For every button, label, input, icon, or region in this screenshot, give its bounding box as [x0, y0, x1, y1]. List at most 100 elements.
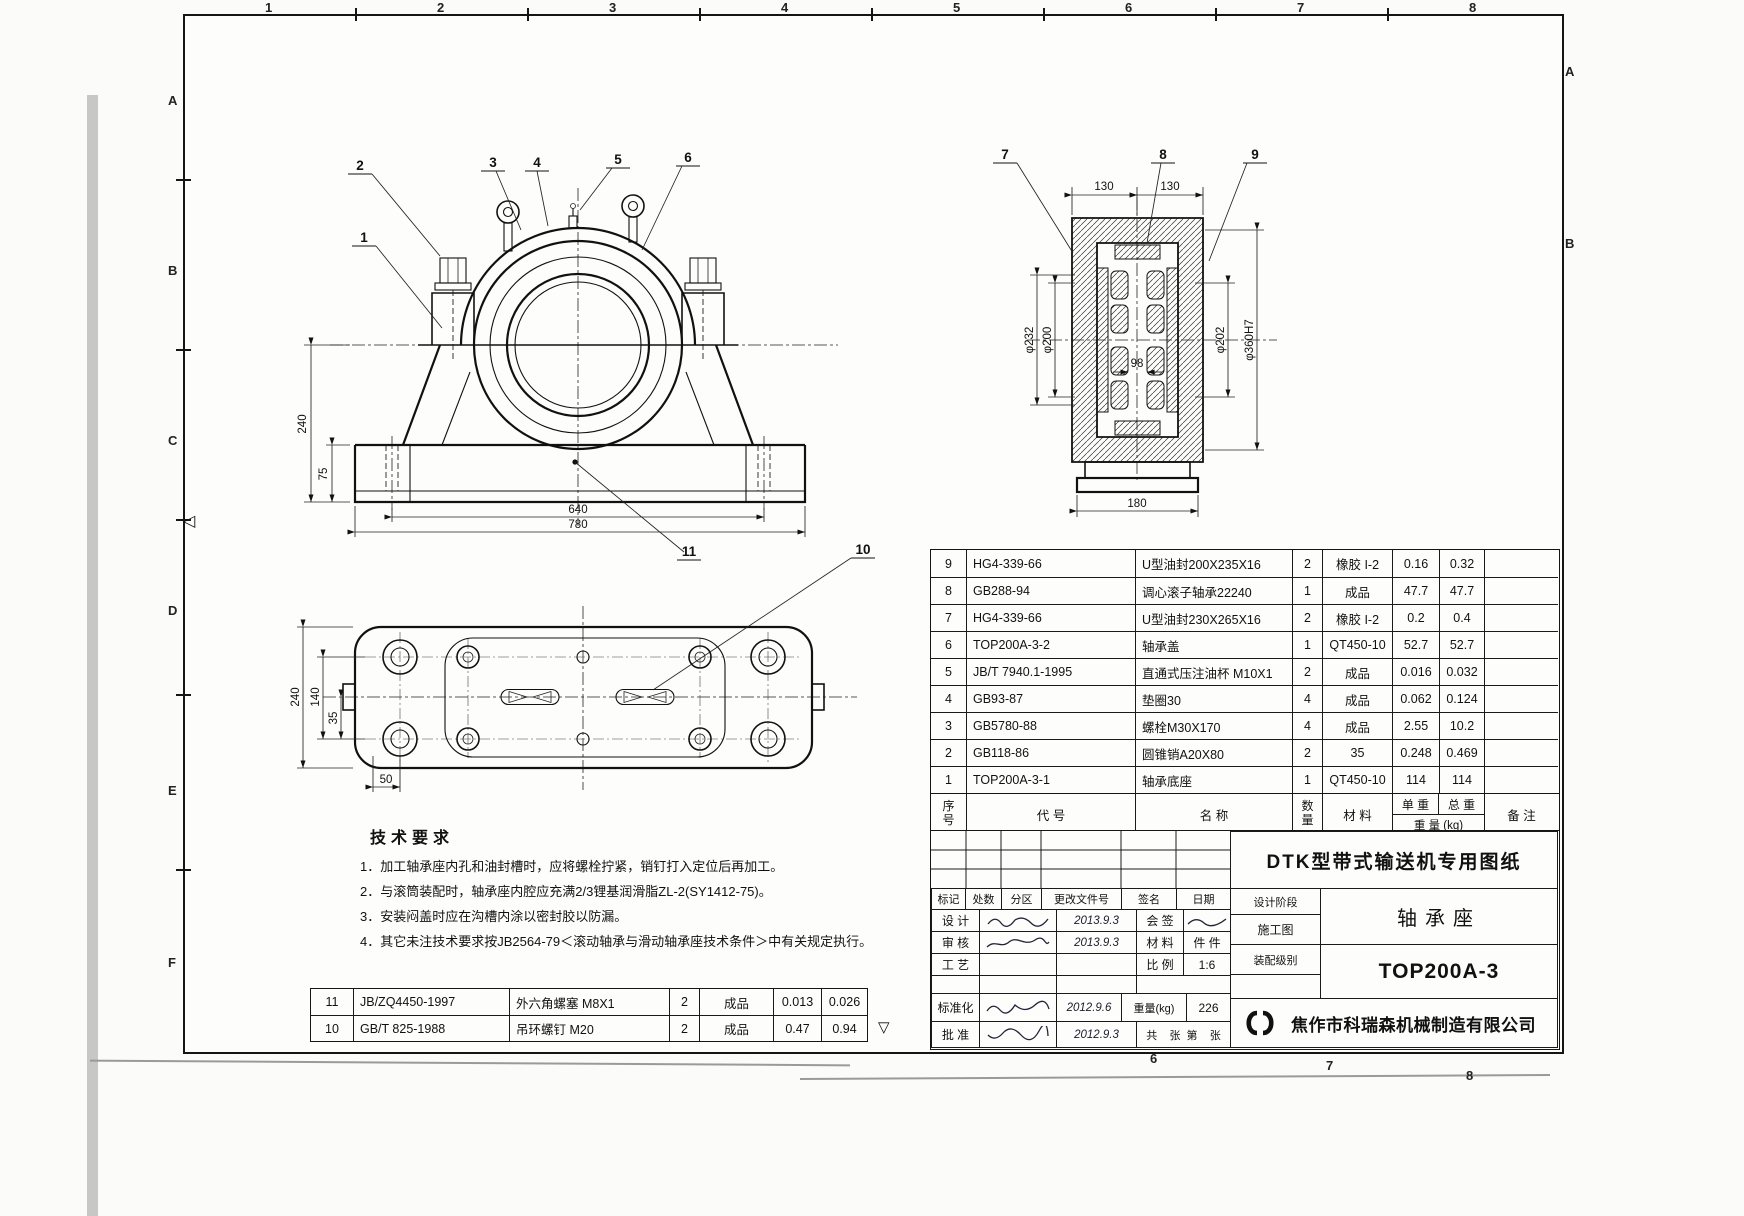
- bom-cell-note: [1484, 577, 1558, 604]
- stage-value: 施工图: [1230, 914, 1321, 945]
- zone-tick: [699, 8, 701, 21]
- mounting-holes: [382, 639, 786, 757]
- dim-240-top: 240: [290, 687, 302, 706]
- base-foot: [1075, 476, 1200, 494]
- top-view-drawing: 240 140 35 50 10: [290, 542, 875, 792]
- zone-number: 7: [1297, 0, 1305, 15]
- bom-cell-no: 11: [325, 995, 339, 1009]
- title-block: 标记 处数 分区 更改文件号 签名 日期 设 计 2013.9.3 会 签 审 …: [930, 830, 1560, 1050]
- bom-cell-name: 螺栓M30X170: [1135, 712, 1292, 739]
- seal-left: [1096, 267, 1109, 413]
- bom-cell-total-weight: 0.94: [821, 1015, 867, 1041]
- bom-cell-total-weight: 52.7: [1439, 631, 1484, 658]
- zone-number: 1: [265, 0, 273, 15]
- tech-req-item: 3．安装闷盖时应在沟槽内涂以密封胶以防漏。: [360, 909, 628, 924]
- zone-tick: [176, 179, 191, 181]
- bom-cell-qty: 2: [669, 1015, 699, 1041]
- bom-header-weight-group: 单 重 总 重 重 量 (kg): [1392, 794, 1484, 834]
- bom-cell-note: [1484, 631, 1558, 658]
- top-view-centerlines: [323, 606, 857, 790]
- bom-cell-name: 垫圈30: [1135, 685, 1292, 712]
- bom-header-material: 材 料: [1322, 794, 1392, 834]
- bom-cell-unit-weight: 0.062: [1392, 685, 1439, 712]
- bom-cell-total-weight: 0.469: [1439, 739, 1484, 766]
- dim-d202: φ202: [1215, 327, 1227, 354]
- frame-center-mark: ◁: [183, 513, 196, 530]
- bom-header-no: 序 号: [942, 799, 955, 827]
- scan-artifact-line: [90, 1059, 850, 1067]
- bom-cell-material: 成品: [699, 1015, 773, 1041]
- bom-cell-name: 吊环螺钉 M20: [509, 1015, 669, 1041]
- label-count: 处数: [965, 888, 1002, 910]
- zone-tick: [871, 8, 873, 21]
- zone-number: 8: [1469, 0, 1477, 15]
- weight-value: 226: [1186, 993, 1231, 1022]
- bom-cell-no: 9: [945, 556, 952, 571]
- bom-cell-total-weight: 0.026: [821, 989, 867, 1015]
- label-mark: 标记: [931, 888, 966, 910]
- dim-130-left: 130: [1094, 181, 1113, 193]
- standard-signature: [979, 993, 1057, 1022]
- bom-cell-total-weight: 47.7: [1439, 577, 1484, 604]
- spare-cell: [1230, 974, 1321, 999]
- sheet-count: 共 张 第 张: [1136, 1021, 1231, 1048]
- section-view-drawing: 130 130 98 φ232 φ200 φ202 φ360H7 180 7 8…: [993, 147, 1277, 517]
- zone-number: 6: [1125, 0, 1133, 15]
- bom-cell-code: GB118-86: [966, 739, 1135, 766]
- bom-cell-material: QT450-10: [1322, 766, 1392, 793]
- dim-d232: φ232: [1024, 327, 1036, 354]
- bom-cell-note: [1484, 766, 1558, 793]
- dim-180: 180: [1127, 498, 1146, 510]
- callout-6: 6: [684, 150, 692, 165]
- bom-header-name: 名 称: [1135, 794, 1292, 834]
- base-outline-top: [342, 625, 825, 770]
- front-view-dimensions: 240 75 640 780: [297, 337, 806, 537]
- zone-letter-right: B: [1565, 236, 1575, 251]
- bom-header-qty: 数 量: [1292, 794, 1322, 834]
- check-signature: [979, 931, 1057, 954]
- callout-10: 10: [855, 542, 870, 557]
- bom-cell-qty: 2: [1292, 739, 1322, 766]
- zone-tick: [176, 694, 191, 696]
- bom-header-unit-weight: 单 重: [1393, 794, 1439, 814]
- bom-cell-name: 圆锥销A20X80: [1135, 739, 1292, 766]
- bom-header-code: 代 号: [966, 794, 1135, 834]
- label-sign: 签名: [1121, 888, 1177, 910]
- design-signature: [979, 909, 1057, 932]
- front-view-centerlines: [330, 188, 838, 526]
- bom-cell-qty: 2: [1292, 604, 1322, 631]
- callout-7: 7: [1001, 147, 1009, 162]
- bom-cell-qty: 1: [1292, 577, 1322, 604]
- drawing-series-title: DTK型带式输送机专用图纸: [1230, 831, 1558, 889]
- zone-tick: [355, 8, 357, 21]
- callout-5: 5: [614, 152, 622, 167]
- revision-table-empty: [931, 831, 1231, 888]
- dim-50: 50: [380, 774, 393, 786]
- label-stage: 设计阶段: [1230, 888, 1321, 915]
- bom-cell-total-weight: 0.032: [1439, 658, 1484, 685]
- design-date: 2013.9.3: [1056, 909, 1137, 932]
- cap-bolts: [434, 257, 722, 362]
- zone-letter: F: [168, 955, 176, 970]
- bom-cell-unit-weight: 52.7: [1392, 631, 1439, 658]
- bom-cell-code: JB/ZQ4450-1997: [353, 989, 509, 1015]
- eyebolt-right: [621, 194, 645, 243]
- standard-date: 2012.9.6: [1056, 993, 1122, 1022]
- bom-cell-qty: 2: [1292, 550, 1322, 577]
- zone-tick: [1043, 8, 1045, 21]
- label-countersign: 会 签: [1136, 909, 1184, 932]
- parts-list-extra-rows: 11 JB/ZQ4450-1997 外六角螺塞 M8X1 2 成品 0.013 …: [311, 989, 867, 1041]
- bom-cell-name: U型油封230X265X16: [1135, 604, 1292, 631]
- bom-cell-name: 直通式压注油杯 M10X1: [1135, 658, 1292, 685]
- spare-cell: [1136, 975, 1231, 994]
- bom-cell-material: 成品: [1322, 712, 1392, 739]
- bom-cell-code: GB288-94: [966, 577, 1135, 604]
- bom-cell-unit-weight: 0.47: [773, 1015, 821, 1041]
- bom-cell-name: 轴承盖: [1135, 631, 1292, 658]
- parts-list-table: 9 HG4-339-66 U型油封200X235X16 2 橡胶 I-2 0.1…: [930, 549, 1560, 835]
- oil-slots: [500, 688, 675, 706]
- bom-cell-code: JB/T 7940.1-1995: [966, 658, 1135, 685]
- dim-780: 780: [568, 519, 587, 531]
- bom-cell-qty: 1: [1292, 766, 1322, 793]
- spare-cell: [1056, 975, 1137, 994]
